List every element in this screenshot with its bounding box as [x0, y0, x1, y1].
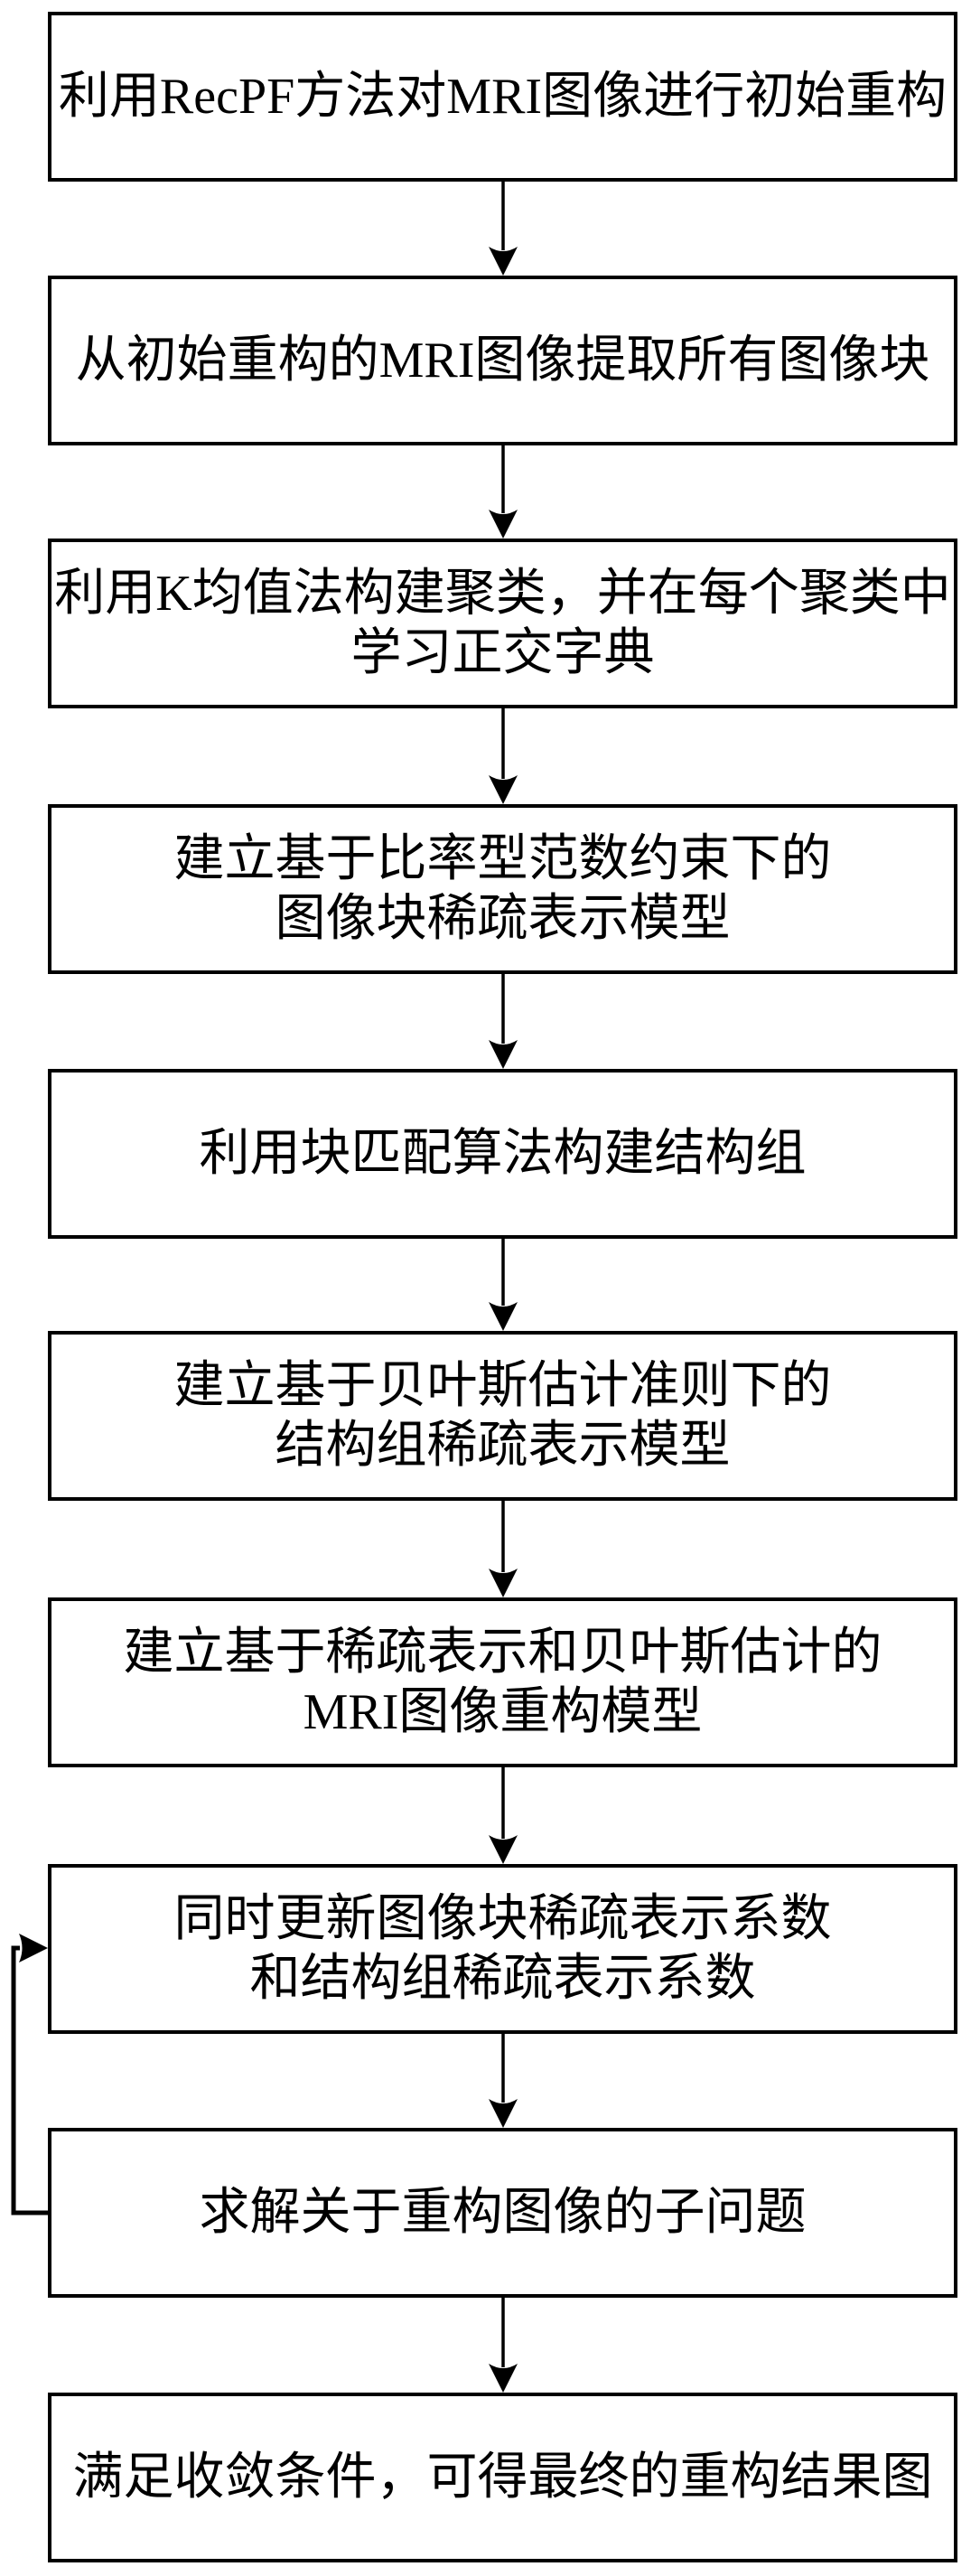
flow-step-10-text: 满足收敛条件，可得最终的重构结果图: [72, 2450, 933, 2506]
flow-step-9: 求解关于重构图像的子问题: [48, 2128, 957, 2298]
flow-step-8-text-line2: 和结构组稀疏表示系数: [249, 1951, 756, 2007]
feedback-loop-line: [11, 1945, 48, 2215]
flow-step-8-text-line1: 同时更新图像块稀疏表示系数: [173, 1891, 832, 1947]
flow-step-3: 利用K均值法构建聚类，并在每个聚类中 学习正交字典: [48, 539, 957, 708]
flow-step-2-text: 从初始重构的MRI图像提取所有图像块: [75, 333, 930, 389]
flow-step-6-text-line1: 建立基于贝叶斯估计准则下的: [173, 1358, 832, 1414]
arrow-6-7-head: [489, 1569, 518, 1597]
flow-step-9-text: 求解关于重构图像的子问题: [199, 2185, 807, 2241]
flow-step-6-text-line2: 结构组稀疏表示模型: [275, 1418, 731, 1474]
flow-step-1: 利用RecPF方法对MRI图像进行初始重构: [48, 12, 957, 182]
flow-step-5-text: 利用块匹配算法构建结构组: [199, 1126, 807, 1182]
arrow-1-2-head: [489, 247, 518, 276]
flow-step-3-text-line1: 利用K均值法构建聚类，并在每个聚类中: [54, 566, 951, 622]
flow-step-4-text-line1: 建立基于比率型范数约束下的: [173, 831, 832, 887]
flow-step-1-text: 利用RecPF方法对MRI图像进行初始重构: [58, 69, 948, 125]
arrow-8-9-head: [489, 2099, 518, 2128]
arrow-3-4-head: [489, 775, 518, 804]
flow-step-6: 建立基于贝叶斯估计准则下的 结构组稀疏表示模型: [48, 1331, 957, 1501]
flow-step-3-text-line2: 学习正交字典: [350, 625, 655, 681]
arrow-7-8-head: [489, 1835, 518, 1864]
flow-step-8: 同时更新图像块稀疏表示系数 和结构组稀疏表示系数: [48, 1864, 957, 2034]
flow-step-7-text-line2: MRI图像重构模型: [303, 1684, 703, 1740]
flow-step-10: 满足收敛条件，可得最终的重构结果图: [48, 2393, 957, 2562]
flow-step-5: 利用块匹配算法构建结构组: [48, 1069, 957, 1239]
feedback-loop-head: [19, 1934, 48, 1962]
arrow-4-5-head: [489, 1040, 518, 1069]
arrow-9-10-head: [489, 2364, 518, 2393]
arrow-2-3-head: [489, 510, 518, 539]
flow-step-4-text-line2: 图像块稀疏表示模型: [275, 891, 731, 947]
flow-step-7-text-line1: 建立基于稀疏表示和贝叶斯估计的: [123, 1625, 882, 1681]
arrow-5-6-head: [489, 1302, 518, 1331]
flow-step-7: 建立基于稀疏表示和贝叶斯估计的 MRI图像重构模型: [48, 1597, 957, 1767]
flow-step-4: 建立基于比率型范数约束下的 图像块稀疏表示模型: [48, 804, 957, 974]
flow-step-2: 从初始重构的MRI图像提取所有图像块: [48, 276, 957, 445]
